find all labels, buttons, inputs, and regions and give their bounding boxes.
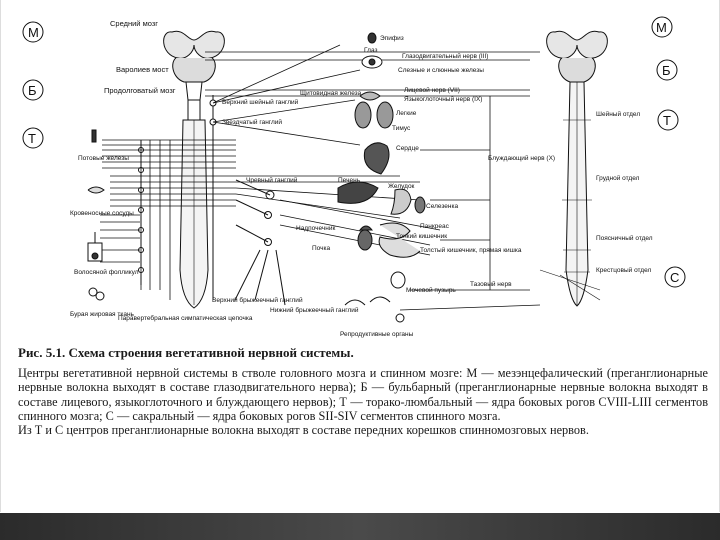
spleen-icon: [414, 196, 426, 214]
label-sheyny-otdel: Шейный отдел: [596, 110, 640, 118]
label-bluzhd: Блуждающий нерв (X): [488, 154, 555, 162]
label-mochevoy: Мочевой пузырь: [406, 286, 456, 294]
label-verhniy-bryzh: Верхний брыжеечный ганглий: [212, 296, 303, 304]
caption-title: Рис. 5.1. Схема строения вегетативной не…: [18, 345, 708, 360]
right-brainstem: [546, 30, 608, 83]
caption-paragraph-1: Центры вегетативной нервной системы в ст…: [18, 366, 708, 423]
label-tolsty: Толстый кишечник, прямая кишка: [420, 246, 522, 254]
caption-heading: Схема строения вегетативной нервной сист…: [68, 345, 354, 360]
label-verhniy-sheyny: Верхний шейный ганглий: [222, 98, 299, 106]
circle-t-left: Т: [28, 131, 36, 146]
label-pochka: Почка: [312, 245, 331, 252]
autonomic-nervous-system-diagram: М Б Т М Б Т С Средний мозг Варолиев мост…: [22, 16, 686, 338]
left-fibers: [100, 139, 236, 300]
label-schitovid: Щитовидная железа: [300, 90, 362, 97]
caption-paragraph-2: Из Т и С центров преганглионарные волокн…: [18, 423, 589, 438]
label-selezenka: Селезенка: [426, 203, 458, 210]
intestine-icon: [378, 222, 421, 258]
label-glaz: Глаз: [364, 47, 377, 54]
label-buraya: Бурая жировая ткань: [70, 311, 135, 318]
label-sleznye: Слезные и слюнные железы: [398, 67, 484, 74]
label-chrevny: Чревный ганглий: [246, 176, 298, 184]
hair-follicle-icon: [87, 232, 103, 262]
label-zvezdchaty: Звездчатый ганглий: [222, 118, 282, 126]
bladder-icon: [390, 271, 406, 289]
label-volosyanoy: Волосяной фолликул: [74, 268, 139, 276]
eye-icon: [361, 55, 383, 69]
label-tazovy: Тазовый нерв: [470, 280, 512, 288]
circle-t-right: Т: [663, 113, 671, 128]
thyroid-icon: [359, 91, 381, 101]
label-poyasnich-otdel: Поясничный отдел: [596, 234, 653, 242]
label-paravertebral: Паравертебральная симпатическая цепочка: [118, 314, 253, 322]
label-pankreas: Панкреас: [420, 223, 450, 230]
left-section-circles: [22, 21, 44, 149]
right-section-circles: [651, 16, 686, 288]
label-licevoy: Лицевой нерв (VII): [404, 86, 460, 94]
label-varoliev-most: Варолиев мост: [116, 65, 169, 74]
blood-vessel-icon: [87, 186, 105, 194]
epiphysis-icon: [367, 32, 377, 44]
circle-s-right: С: [670, 270, 679, 285]
lungs-icon: [354, 101, 394, 129]
label-sredniy-mozg: Средний мозг: [110, 19, 158, 28]
label-nizhniy-bryzh: Нижний брыжеечный ганглий: [270, 306, 359, 314]
kidney-icon: [357, 229, 373, 251]
prevertebral-ganglia: [234, 179, 286, 306]
label-prodolgovaty: Продолговатый мозг: [104, 86, 176, 95]
caption-number: Рис. 5.1.: [18, 345, 66, 360]
label-yazykoglot: Языкоглоточный нерв (IX): [404, 95, 482, 103]
label-krestc-otdel: Крестцовый отдел: [596, 266, 651, 274]
reproductive-icon: [344, 296, 405, 323]
label-legkie: Легкие: [396, 110, 417, 117]
label-potovye: Потовые железы: [78, 155, 129, 162]
right-cord-divisions: [539, 119, 601, 301]
stomach-icon: [390, 188, 412, 215]
label-reprod: Репродуктивные органы: [340, 331, 414, 338]
label-timus: Тимус: [392, 125, 411, 132]
label-grudnoy-otdel: Грудной отдел: [596, 174, 640, 182]
left-brainstem: [163, 30, 225, 120]
footer-bar: [0, 513, 720, 540]
label-krovenosnye: Кровеносные сосуды: [70, 210, 134, 217]
label-tonkiy: Тонкий кишечник: [396, 232, 447, 240]
label-serdce: Сердце: [396, 145, 419, 152]
label-nadpochech: Надпочечник: [296, 225, 335, 232]
heart-icon: [363, 142, 390, 175]
figure-caption: Рис. 5.1. Схема строения вегетативной не…: [18, 345, 708, 438]
label-epifiz: Эпифиз: [380, 35, 404, 42]
label-pechen: Печень: [338, 177, 361, 184]
sweat-gland-icon: [91, 129, 97, 143]
circle-b-right: Б: [662, 63, 671, 78]
label-zheludok: Желудок: [388, 183, 415, 190]
cranial-nerves: [205, 44, 541, 311]
label-glazodvig: Глазодвигательный нерв (III): [402, 52, 488, 60]
circle-m-right: М: [656, 20, 667, 35]
circle-m-left: М: [28, 25, 39, 40]
circle-b-left: Б: [28, 83, 37, 98]
adrenal-icon: [358, 225, 374, 231]
brown-fat-icon: [88, 287, 105, 301]
liver-icon: [337, 181, 379, 204]
